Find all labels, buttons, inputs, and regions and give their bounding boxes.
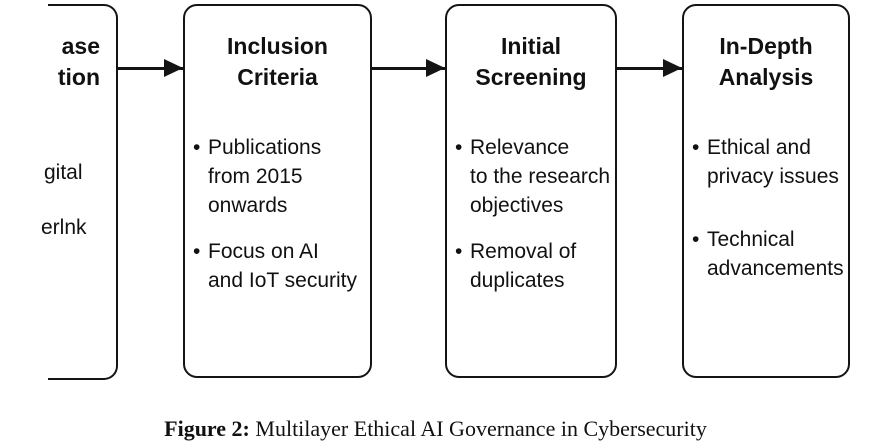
bullet-list: • Relevance to the research objectives •…: [447, 133, 615, 295]
list-item: • Focus on AI and IoT security: [193, 237, 366, 295]
box-title: Initial Screening: [475, 33, 587, 90]
box-title: In-Depth Analysis: [718, 33, 814, 90]
bullet-text: Removal of duplicates: [470, 240, 577, 292]
arrowhead-right-icon: [426, 59, 445, 77]
bullet-text: Technical advancements: [707, 228, 844, 280]
bullet-icon: •: [193, 136, 201, 159]
bullet-icon: •: [193, 240, 201, 263]
bullet-text: Ethical and privacy issues: [707, 136, 839, 188]
flow-arrow-1: [118, 59, 183, 77]
bullet-text: Publications from 2015 onwards: [208, 136, 322, 217]
arrowhead-right-icon: [164, 59, 183, 77]
bullet-list: • Publications from 2015 onwards • Focus…: [185, 133, 370, 295]
bullet-icon: •: [692, 228, 700, 251]
figure-caption: Figure 2: Multilayer Ethical AI Governan…: [0, 416, 871, 442]
flow-box-initial-screening: Initial Screening • Relevance to the res…: [445, 4, 617, 378]
list-item: • Removal of duplicates: [455, 237, 611, 295]
bullet-icon: •: [455, 136, 463, 159]
text-fragment-gital: gital: [44, 161, 83, 184]
flow-box-inclusion-criteria: Inclusion Criteria • Publications from 2…: [183, 4, 372, 378]
flow-arrow-3: [616, 59, 682, 77]
bullet-icon: •: [692, 136, 700, 159]
box-title: Inclusion Criteria: [227, 33, 328, 90]
bullet-text: Focus on AI and IoT security: [208, 240, 358, 292]
flow-diagram: ase tion gital erlnk Inclusion Criteria …: [41, 4, 850, 380]
bullet-list: • Ethical and privacy issues • Technical…: [684, 133, 848, 283]
list-item: • Relevance to the research objectives: [455, 133, 611, 220]
bullet-icon: •: [455, 240, 463, 263]
box-title-fragment: ase tion: [57, 33, 100, 90]
list-item: • Technical advancements: [692, 225, 844, 283]
bullet-text: Relevance to the research objectives: [470, 136, 611, 217]
flow-box-in-depth-analysis: In-Depth Analysis • Ethical and privacy …: [682, 4, 850, 378]
list-item: • Publications from 2015 onwards: [193, 133, 366, 220]
figure-caption-label: Figure 2:: [164, 416, 250, 441]
figure-caption-text: Multilayer Ethical AI Governance in Cybe…: [249, 416, 707, 441]
list-item: • Ethical and privacy issues: [692, 133, 844, 191]
text-fragment-erlnk: erlnk: [41, 216, 87, 239]
flow-box-database-partial: ase tion: [48, 4, 118, 380]
flow-arrow-2: [371, 59, 445, 77]
arrowhead-right-icon: [663, 59, 682, 77]
